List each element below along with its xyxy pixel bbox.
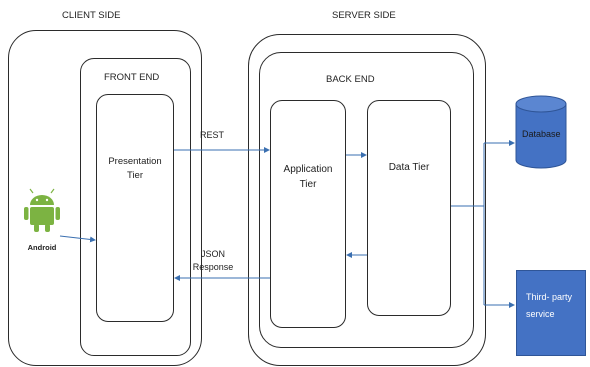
third-party-line-1: Third- party [526, 292, 573, 302]
android-label: Android [27, 243, 57, 252]
back-end-title: BACK END [326, 74, 375, 85]
server-side-title: SERVER SIDE [332, 10, 396, 21]
presentation-tier-line-1: Presentation [108, 156, 162, 167]
json-label-line-1: JSON [200, 249, 225, 259]
back-end-container [259, 52, 474, 348]
application-tier-label: Application Tier [270, 162, 346, 192]
client-side-container [8, 30, 202, 366]
data-tier-box [367, 100, 451, 316]
front-end-title: FRONT END [104, 72, 160, 83]
third-party-line-2: service [526, 309, 555, 319]
third-party-label: Third- party service [526, 289, 572, 323]
android-icon [24, 188, 60, 232]
data-tier-label: Data Tier [388, 162, 430, 173]
application-tier-line-1: Application [283, 164, 333, 175]
database-icon [515, 95, 567, 169]
presentation-tier-box [96, 94, 174, 322]
json-response-label: JSON Response [188, 248, 238, 274]
third-party-service-box: Third- party service [516, 270, 586, 356]
android-arrow [59, 235, 96, 243]
client-side-title: CLIENT SIDE [62, 10, 121, 21]
application-tier-box [270, 100, 346, 328]
server-side-container [248, 34, 486, 366]
rest-label: REST [200, 130, 225, 140]
presentation-tier-label: Presentation Tier [96, 155, 174, 183]
json-label-line-2: Response [192, 262, 234, 272]
application-tier-line-2: Tier [299, 179, 317, 190]
presentation-tier-line-2: Tier [126, 170, 143, 181]
front-end-container [80, 58, 191, 356]
database-label: Database [522, 129, 561, 139]
